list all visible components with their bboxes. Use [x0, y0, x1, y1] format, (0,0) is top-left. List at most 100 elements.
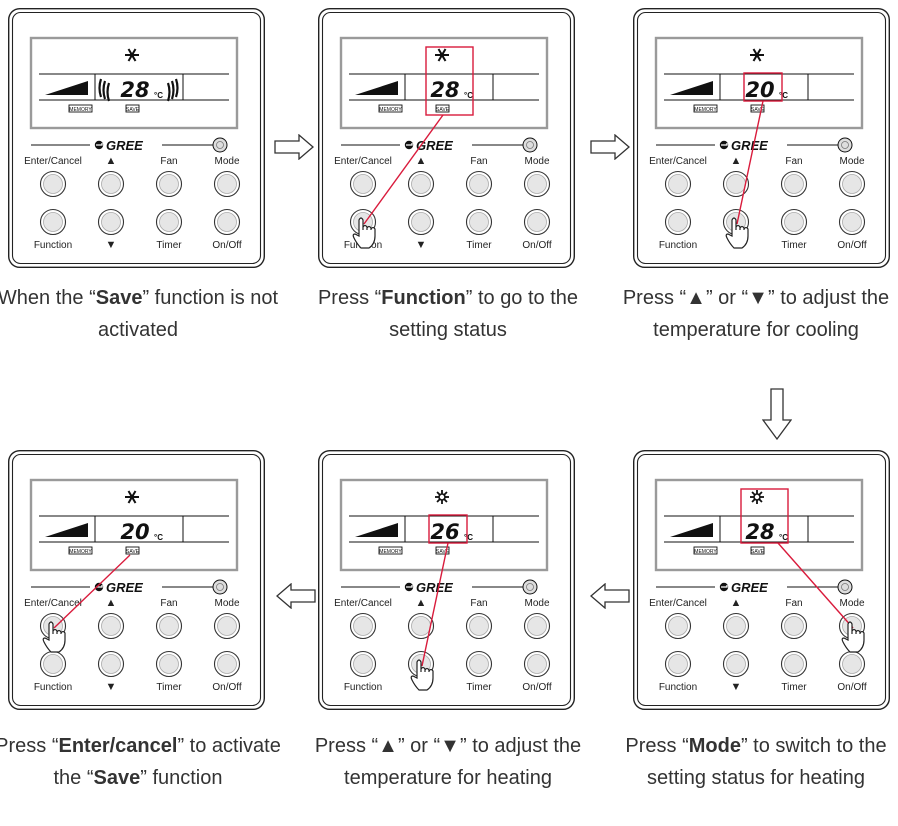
light-sensor: [212, 579, 228, 595]
fan-label: Fan: [785, 156, 802, 167]
fan-speed-indicator: [355, 523, 398, 537]
step-4-caption: Press “Enter/cancel” to activate the “Sa…: [0, 730, 283, 794]
up-label: ▲: [416, 597, 427, 609]
brand-logo: GREE: [106, 580, 143, 595]
up-button[interactable]: [407, 170, 435, 198]
enter-cancel-button[interactable]: [39, 170, 67, 198]
memory-indicator: MEMORY: [694, 107, 717, 113]
down-button[interactable]: [722, 650, 750, 678]
up-button[interactable]: [722, 612, 750, 640]
pointer-line: [777, 542, 854, 629]
mode-button[interactable]: [523, 612, 551, 640]
timer-button[interactable]: [465, 650, 493, 678]
mode-button[interactable]: [838, 170, 866, 198]
up-button[interactable]: [97, 612, 125, 640]
function-button[interactable]: [39, 208, 67, 236]
onoff-label: On/Off: [522, 240, 551, 251]
enter-cancel-button[interactable]: [664, 612, 692, 640]
timer-button[interactable]: [155, 208, 183, 236]
function-button[interactable]: [664, 650, 692, 678]
function-button[interactable]: [349, 650, 377, 678]
temperature-unit: °C: [779, 91, 788, 100]
fan-label: Fan: [470, 598, 487, 609]
up-button[interactable]: [97, 170, 125, 198]
caption-part: Press “▲” or “▼” to adjust the temperatu…: [314, 735, 582, 789]
onoff-button[interactable]: [213, 650, 241, 678]
mode-button[interactable]: [213, 612, 241, 640]
temperature-display: 28: [120, 78, 149, 102]
up-label: ▲: [731, 597, 742, 609]
mode-label: Mode: [524, 598, 549, 609]
save-indicator: SAVE: [436, 107, 450, 113]
mode-label: Mode: [839, 598, 864, 609]
step-1-caption: When the “Save” function is not activate…: [0, 282, 283, 346]
enter-cancel-button[interactable]: [349, 612, 377, 640]
up-button[interactable]: [722, 170, 750, 198]
temperature-display: 28: [745, 520, 774, 544]
mode-button[interactable]: [523, 170, 551, 198]
down-button[interactable]: [97, 650, 125, 678]
up-label: ▲: [106, 597, 117, 609]
memory-indicator: MEMORY: [694, 549, 717, 555]
mode-label: Mode: [839, 156, 864, 167]
onoff-button[interactable]: [213, 208, 241, 236]
brand-logo: GREE: [106, 138, 143, 153]
timer-button[interactable]: [155, 650, 183, 678]
timer-button[interactable]: [780, 208, 808, 236]
caption-part: ” to go to the setting status: [389, 287, 579, 341]
down-button[interactable]: [97, 208, 125, 236]
timer-label: Timer: [781, 682, 807, 693]
down-button[interactable]: [407, 208, 435, 236]
timer-button[interactable]: [780, 650, 808, 678]
timer-button[interactable]: [465, 208, 493, 236]
caption-part: Mode: [688, 735, 741, 757]
fan-button[interactable]: [155, 170, 183, 198]
function-button[interactable]: [39, 650, 67, 678]
fan-button[interactable]: [780, 170, 808, 198]
onoff-button[interactable]: [838, 650, 866, 678]
memory-indicator: MEMORY: [69, 107, 92, 113]
onoff-label: On/Off: [212, 682, 241, 693]
light-sensor: [837, 137, 853, 153]
enter-cancel-label: Enter/Cancel: [649, 156, 707, 167]
onoff-button[interactable]: [523, 208, 551, 236]
memory-indicator: MEMORY: [379, 107, 402, 113]
fan-speed-indicator: [45, 81, 88, 95]
pointer-line: [421, 542, 449, 667]
fan-button[interactable]: [780, 612, 808, 640]
pointing-hand-icon: [352, 217, 376, 249]
snowflake-icon: [435, 48, 449, 62]
fan-button[interactable]: [465, 170, 493, 198]
mode-button[interactable]: [213, 170, 241, 198]
up-label: ▲: [106, 155, 117, 167]
swing-right-icon: [166, 78, 179, 102]
caption-part: Press “: [317, 287, 382, 309]
temperature-display: 26: [430, 520, 459, 544]
onoff-button[interactable]: [523, 650, 551, 678]
brand-logo: GREE: [731, 580, 768, 595]
snowflake-icon: [750, 48, 764, 62]
enter-cancel-label: Enter/Cancel: [334, 598, 392, 609]
enter-cancel-button[interactable]: [349, 170, 377, 198]
temperature-unit: °C: [464, 533, 473, 542]
enter-cancel-button[interactable]: [664, 170, 692, 198]
highlight-box: [740, 488, 789, 544]
function-button[interactable]: [664, 208, 692, 236]
up-button[interactable]: [407, 612, 435, 640]
sun-icon: [750, 490, 764, 504]
fan-speed-indicator: [45, 523, 88, 537]
down-label: ▼: [106, 681, 117, 693]
light-sensor: [522, 137, 538, 153]
caption-part: Press “▲” or “▼” to adjust the temperatu…: [622, 287, 890, 341]
fan-button[interactable]: [465, 612, 493, 640]
brand-logo: GREE: [731, 138, 768, 153]
onoff-label: On/Off: [212, 240, 241, 251]
temperature-unit: °C: [779, 533, 788, 542]
function-label: Function: [34, 682, 72, 693]
save-indicator: SAVE: [126, 549, 140, 555]
enter-cancel-label: Enter/Cancel: [334, 156, 392, 167]
fan-button[interactable]: [155, 612, 183, 640]
onoff-button[interactable]: [838, 208, 866, 236]
